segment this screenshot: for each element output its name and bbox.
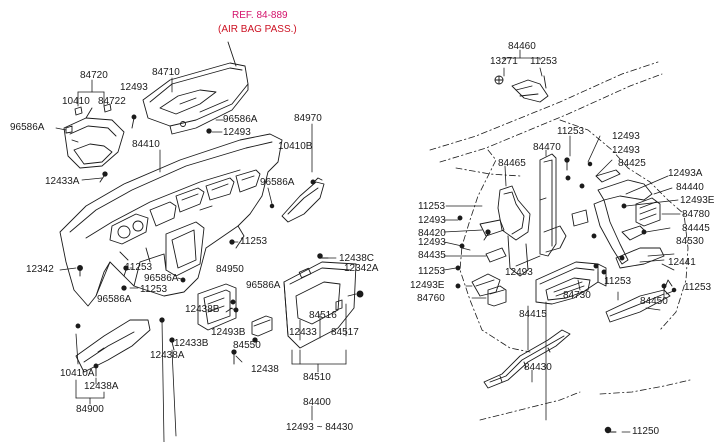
label-84460: 84460	[508, 41, 536, 52]
label-84435: 84435	[418, 250, 446, 261]
label-11253-vent: 11253	[604, 276, 632, 287]
label-84465: 84465	[498, 158, 526, 169]
screw-shanks-right	[461, 161, 617, 433]
label-84470: 84470	[533, 142, 561, 153]
label-84445: 84445	[682, 223, 710, 234]
clip-10410-drawing	[65, 103, 112, 134]
label-84420: 84420	[418, 228, 446, 239]
label-11253-left-b: 11253	[418, 266, 446, 277]
lower-brace-84430	[483, 329, 571, 389]
crash-pad-84410	[59, 133, 283, 307]
label-11253-left-a: 11253	[418, 201, 446, 212]
label-84430: 84430	[524, 362, 552, 373]
label-84722: 84722	[98, 96, 126, 107]
label-96586a-center: 96586A	[144, 273, 179, 284]
label-13271: 13271	[490, 56, 518, 67]
label-12493-left-a: 12493	[418, 215, 446, 226]
reference-note-line2: (AIR BAG PASS.)	[218, 24, 297, 35]
label-84900: 84900	[76, 404, 104, 415]
label-84730: 84730	[563, 290, 591, 301]
bracket-84425	[571, 169, 665, 269]
label-12493e-top: 12493E	[680, 195, 715, 206]
center-bracket-84470	[539, 153, 567, 257]
label-84710: 84710	[152, 67, 180, 78]
leader-lines-right	[443, 49, 681, 433]
label-12493-right: 12493	[612, 145, 640, 156]
label-10410a: 10410A	[60, 368, 95, 379]
upper-cover-84710	[142, 62, 249, 135]
label-12493-range: 12493 ~ 84430	[286, 422, 354, 433]
label-11253-lower: 11253	[140, 284, 168, 295]
fasteners-right	[455, 157, 677, 434]
label-84410: 84410	[132, 139, 160, 150]
label-11253-left: 11253	[125, 262, 153, 273]
label-84720: 84720	[80, 70, 108, 81]
label-12433b: 12433B	[174, 338, 209, 349]
label-84760: 84760	[417, 293, 445, 304]
bracket-84465	[471, 185, 531, 297]
label-12493-top: 12493	[120, 82, 148, 93]
label-12493-left-b: 12493	[418, 237, 446, 248]
center-vent-84730	[535, 261, 607, 305]
label-12438a-lower: 12438A	[84, 381, 119, 392]
label-84415: 84415	[519, 309, 547, 320]
label-12433a: 12433A	[45, 176, 80, 187]
label-96586a-pad: 96586A	[260, 177, 295, 188]
label-12493-right-top: 12493	[612, 131, 640, 142]
center-panel-84950	[197, 283, 237, 331]
label-84400: 84400	[303, 397, 331, 408]
label-12438: 12438	[251, 364, 279, 375]
label-12342: 12342	[26, 264, 54, 275]
label-12438c: 12438C	[339, 253, 375, 264]
leader-lines-left	[55, 77, 357, 442]
label-84440: 84440	[676, 182, 704, 193]
label-12493a: 12493A	[668, 168, 703, 179]
label-96586a-lower: 96586A	[97, 294, 132, 305]
ash-tray-84550	[251, 315, 273, 337]
label-12493e-left: 12493E	[410, 280, 445, 291]
label-84550: 84550	[233, 340, 261, 351]
label-12493b: 12493B	[211, 327, 246, 338]
label-12342a: 12342A	[344, 263, 379, 274]
label-11253-column: 11253	[557, 126, 585, 137]
screw-shanks-left	[79, 175, 329, 377]
label-11253-top: 11253	[530, 56, 558, 67]
label-84510: 84510	[303, 372, 331, 383]
switch-84760	[487, 285, 507, 307]
label-96586a-left: 96586A	[10, 122, 45, 133]
label-84425: 84425	[618, 158, 646, 169]
label-11253-right: 11253	[684, 282, 712, 293]
label-84780: 84780	[682, 209, 710, 220]
label-12441: 12441	[668, 257, 696, 268]
steering-support-84460	[494, 75, 549, 103]
label-12438b: 12438B	[185, 304, 220, 315]
label-84530: 84530	[676, 236, 704, 247]
lower-panel-84900	[75, 319, 151, 373]
label-84517: 84517	[331, 327, 359, 338]
label-10410: 10410	[62, 96, 90, 107]
label-96586a-cover: 96586A	[223, 114, 258, 125]
reference-pointer	[227, 41, 237, 67]
label-10410b: 10410B	[278, 141, 313, 152]
label-12493-cover: 12493	[223, 127, 251, 138]
label-96586a-panel: 96586A	[246, 280, 281, 291]
body-outline	[429, 61, 691, 421]
cluster-facia-84720	[63, 107, 125, 169]
label-84450: 84450	[640, 296, 668, 307]
label-12493-mid: 12493	[505, 267, 533, 278]
label-84970: 84970	[294, 113, 322, 124]
label-84516: 84516	[309, 310, 337, 321]
label-11253-pad: 11253	[240, 236, 268, 247]
label-11250: 11250	[632, 426, 660, 437]
label-12433: 12433	[289, 327, 317, 338]
reference-note-line1: REF. 84-889	[232, 10, 288, 21]
label-12438a-center: 12438A	[150, 350, 185, 361]
label-84950: 84950	[216, 264, 244, 275]
